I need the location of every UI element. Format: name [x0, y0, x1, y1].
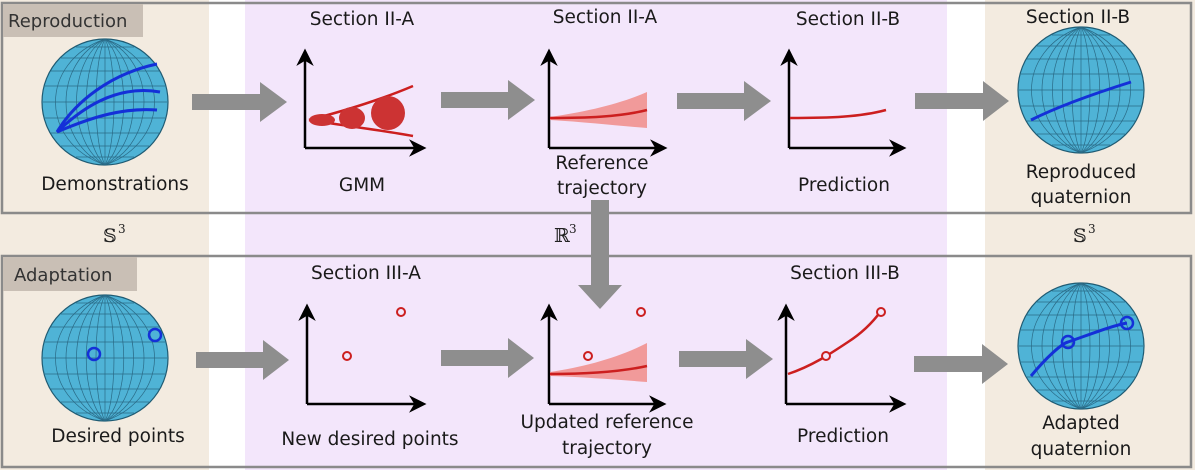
reproduced-sphere: [1017, 26, 1145, 154]
svg-text:ℝ: ℝ: [554, 225, 570, 247]
reproduced-label-line1: Reproduced: [1026, 162, 1136, 183]
prediction-section-label: Section II-B: [796, 9, 900, 30]
arrow-demo-to-gmm: [192, 82, 287, 122]
arrow-reference-down: [578, 200, 622, 309]
svg-text:3: 3: [118, 222, 126, 236]
svg-text:3: 3: [569, 222, 577, 236]
reference-section-label: Section II-A: [553, 7, 658, 28]
adaptation-tag: Adaptation: [14, 265, 112, 286]
reference-label-line2: trajectory: [557, 178, 647, 199]
arrow-desired-to-new: [196, 340, 289, 380]
reproduction-tag: Reproduction: [8, 11, 127, 32]
adapted-prediction-section-label: Section III-B: [790, 263, 900, 284]
desired-points-sphere: [41, 294, 169, 422]
prediction-label: Prediction: [798, 175, 890, 196]
adapted-sphere: [1017, 282, 1145, 410]
demonstrations-label: Demonstrations: [41, 174, 189, 195]
reproduced-section-label: Section II-B: [1026, 7, 1130, 28]
updated-reference-plot: [540, 303, 667, 413]
gmm-label: GMM: [339, 175, 385, 196]
reference-label-line1: Reference: [555, 153, 648, 174]
svg-text:𝕊: 𝕊: [103, 225, 117, 247]
left-space-label: 𝕊 3: [103, 222, 126, 247]
desired-points-label: Desired points: [51, 426, 184, 447]
prediction-plot: [780, 48, 907, 157]
arrow-gmm-to-reference: [441, 80, 535, 120]
new-desired-points-plot: [298, 303, 427, 413]
demonstrations-sphere: [41, 38, 169, 166]
updated-label-line1: Updated reference: [521, 412, 694, 433]
middle-space-label: ℝ 3: [554, 222, 577, 247]
new-desired-label: New desired points: [281, 429, 458, 450]
adapted-label-line2: quaternion: [1031, 439, 1132, 460]
reproduced-label-line2: quaternion: [1031, 187, 1132, 208]
new-desired-section-label: Section III-A: [311, 263, 421, 284]
arrow-prediction-to-reproduced: [915, 81, 1009, 121]
arrow-new-to-updated: [441, 338, 534, 378]
adapted-prediction-label: Prediction: [797, 426, 889, 447]
gmm-plot: [296, 48, 427, 157]
arrow-prediction-to-adapted: [914, 344, 1008, 384]
adapted-label-line1: Adapted: [1042, 413, 1120, 434]
arrow-reference-to-prediction: [677, 81, 771, 121]
arrow-updated-to-prediction: [679, 339, 773, 379]
svg-text:𝕊: 𝕊: [1073, 225, 1087, 247]
right-space-label: 𝕊 3: [1073, 222, 1096, 247]
updated-label-line2: trajectory: [562, 438, 652, 459]
gmm-section-label: Section II-A: [310, 9, 415, 30]
reference-trajectory-plot: [540, 48, 668, 157]
adapted-prediction-plot: [777, 303, 907, 413]
svg-text:3: 3: [1088, 222, 1096, 236]
